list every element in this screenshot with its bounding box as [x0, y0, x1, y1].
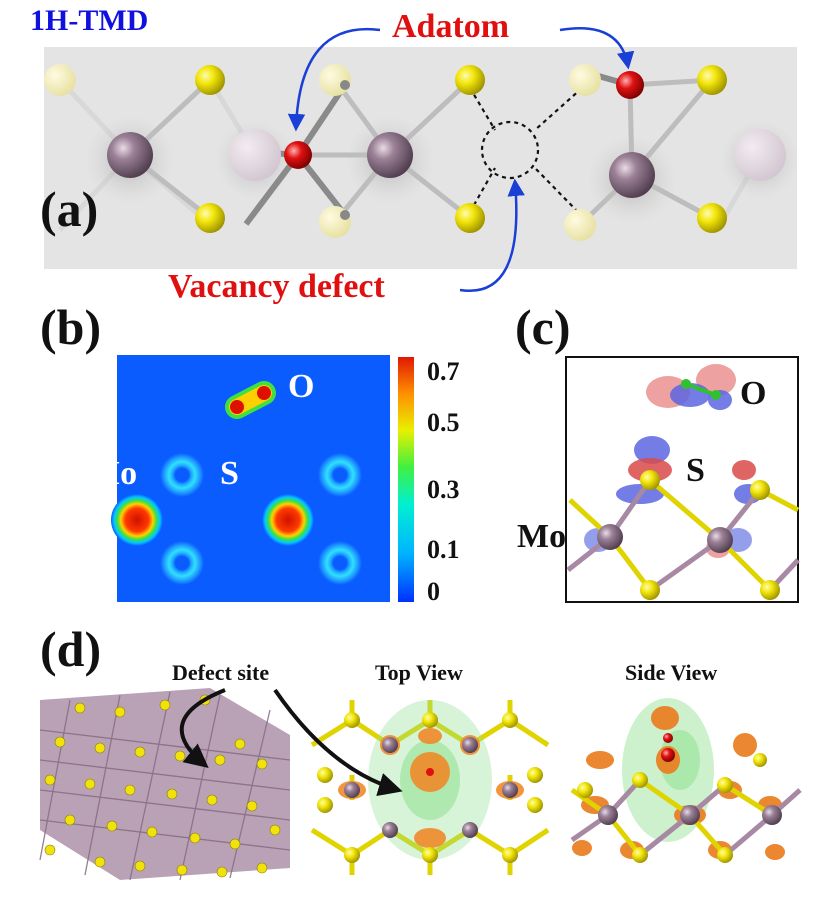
heatmap-s-label: S [220, 455, 239, 492]
o-atom [663, 733, 673, 743]
bond-end [340, 210, 350, 220]
heatmap-o-label: O [288, 368, 315, 405]
slab-s-atoms [44, 694, 281, 878]
adatom-label: Adatom [392, 8, 510, 45]
o-atom [681, 379, 691, 389]
s-density-ring [160, 541, 204, 585]
defect-site-label: Defect site [172, 660, 270, 685]
adatom-arrow-left [287, 27, 381, 132]
panel-c-mo-label: Mo [517, 518, 567, 555]
panel-a-arrows [287, 26, 635, 293]
s-atom [195, 65, 225, 95]
vacancy-arrow [459, 178, 525, 293]
o-atom [711, 390, 721, 400]
o-adatom [284, 141, 312, 169]
vacancy-label: Vacancy defect [168, 268, 385, 305]
colorbar-tick-0: 0 [427, 577, 440, 606]
s-atom-faint [564, 209, 596, 241]
o-density-spot [257, 386, 271, 400]
side-view-label: Side View [625, 660, 718, 685]
o-atom [426, 768, 434, 776]
panel-c-o-label: O [740, 375, 767, 412]
s-atom [195, 203, 225, 233]
colorbar-tick-0.7: 0.7 [427, 357, 460, 386]
top-view-s-atoms [317, 712, 543, 863]
charge-lobe-red [732, 460, 756, 480]
isosurface-orange [414, 828, 446, 848]
mo-atom [597, 524, 623, 550]
mo-atom [367, 132, 413, 178]
panel-d-label: (d) [40, 621, 102, 677]
o-atom [661, 748, 675, 762]
s-atom-faint [319, 64, 351, 96]
s-atom [697, 203, 727, 233]
slab-body [40, 688, 290, 880]
o-density-spot [230, 400, 244, 414]
mo-atom [707, 527, 733, 553]
s-atom [697, 65, 727, 95]
s-atom-faint [569, 64, 601, 96]
s-atom [455, 65, 485, 95]
s-atom [640, 470, 660, 490]
bond-end [340, 80, 350, 90]
panel-b-heatmap [111, 355, 414, 602]
mo-atom [609, 152, 655, 198]
panel-c-isosurface [565, 356, 800, 603]
s-density-ring [160, 453, 204, 497]
panel-a-label: (a) [40, 181, 99, 237]
panel-d-arrows [179, 688, 403, 797]
colorbar-tick-0.1: 0.1 [427, 535, 460, 564]
top-view-label: Top View [375, 660, 463, 685]
s-atom [750, 480, 770, 500]
mo-density-spot [262, 494, 314, 546]
charge-lobe-blue [634, 436, 670, 464]
s-density-ring [318, 453, 362, 497]
material-tag: 1H-TMD [30, 4, 149, 37]
panel-a-structure [44, 47, 800, 269]
mo-atom [107, 132, 153, 178]
top-view-mo-atoms [344, 737, 518, 838]
panel-c-label: (c) [515, 299, 571, 355]
s-atom [760, 580, 780, 600]
panel-d-top-view [310, 690, 550, 880]
colorbar [398, 357, 414, 602]
defect-arrow-top-view [273, 688, 403, 797]
isosurface-orange [418, 728, 442, 744]
heatmap-mo-label: Mo [88, 455, 138, 492]
colorbar-tick-0.3: 0.3 [427, 475, 460, 504]
colorbar-tick-0.5: 0.5 [427, 408, 460, 437]
s-atom [455, 203, 485, 233]
s-density-ring [318, 541, 362, 585]
side-view-mo-atoms [598, 805, 782, 825]
side-view-s-atoms [577, 753, 767, 863]
adatom-arrow-right [559, 26, 635, 70]
panel-d-side-view [570, 698, 802, 863]
panel-d-slab [39, 688, 291, 881]
panel-c-s-label: S [686, 452, 705, 489]
defect-arrow-slab [179, 688, 226, 769]
o-adatom [616, 71, 644, 99]
mo-atom-faint [734, 129, 786, 181]
s-atom-faint [44, 64, 76, 96]
panel-b-label: (b) [40, 299, 102, 355]
mo-density-spot [111, 494, 163, 546]
s-atom [640, 580, 660, 600]
mo-atom-faint [229, 129, 281, 181]
